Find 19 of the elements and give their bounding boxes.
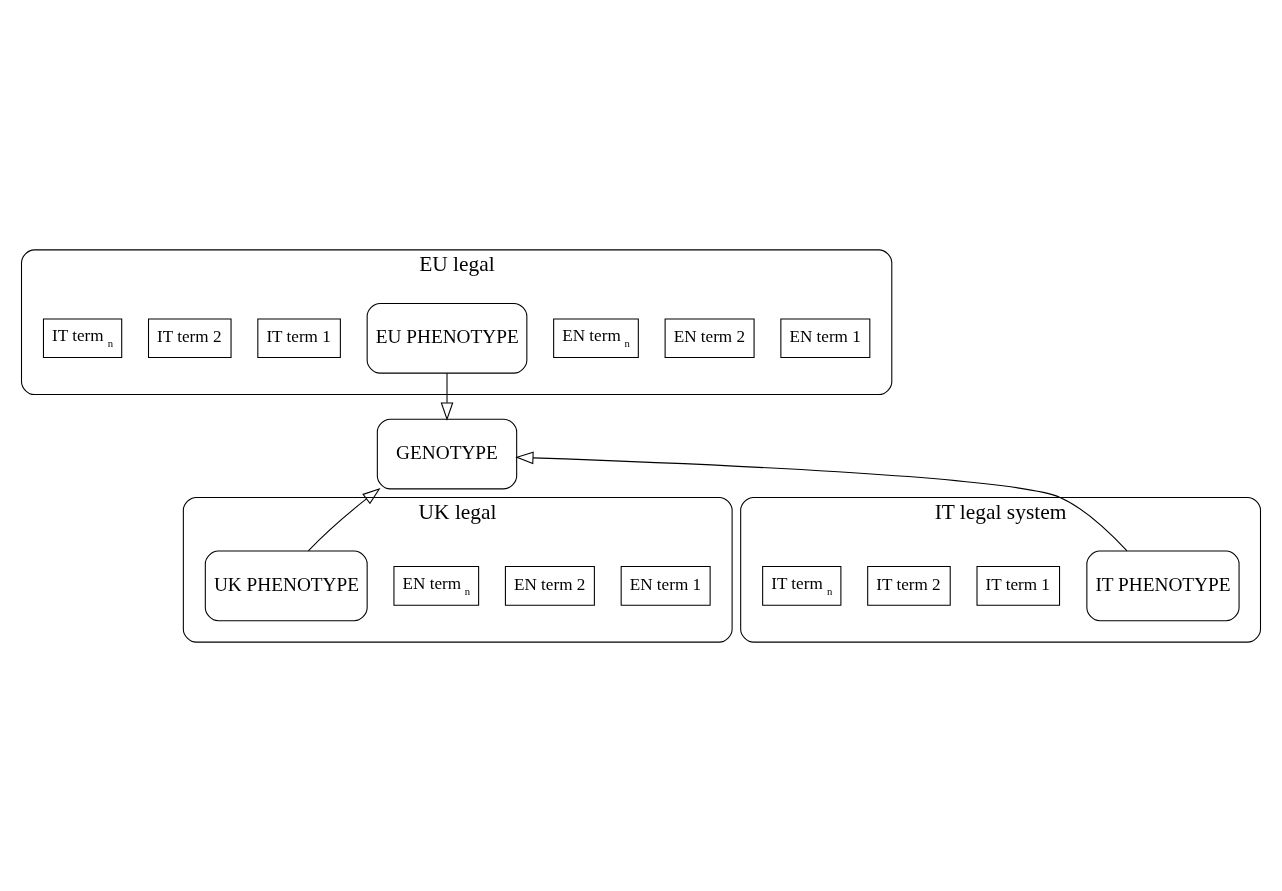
node-box: EN term $_{n}$ (553, 317, 639, 358)
node-box: EU PHENOTYPE (366, 302, 528, 374)
node-box: IT term 2 (867, 565, 951, 606)
node-box: IT term $_{n}$ (762, 565, 842, 606)
node-box: EN term $_{n}$ (393, 565, 480, 606)
node-box: IT term 2 (147, 317, 232, 358)
arrow (440, 372, 454, 421)
node-box: UK PHENOTYPE (204, 550, 368, 621)
node-box: IT PHENOTYPE (1086, 550, 1240, 621)
node-box: IT term 1 (257, 317, 341, 358)
arrow (307, 487, 381, 551)
node-box: EN term 2 (504, 565, 595, 606)
node-box: EN term 1 (620, 565, 711, 606)
node-box: IT term 1 (976, 565, 1061, 606)
node-box: EN term 2 (664, 317, 755, 358)
node-box: IT term $_{n}$ (42, 317, 123, 358)
node-box: EN term 1 (780, 317, 871, 358)
node-box: GENOTYPE (376, 418, 518, 489)
arrow (515, 451, 1128, 551)
